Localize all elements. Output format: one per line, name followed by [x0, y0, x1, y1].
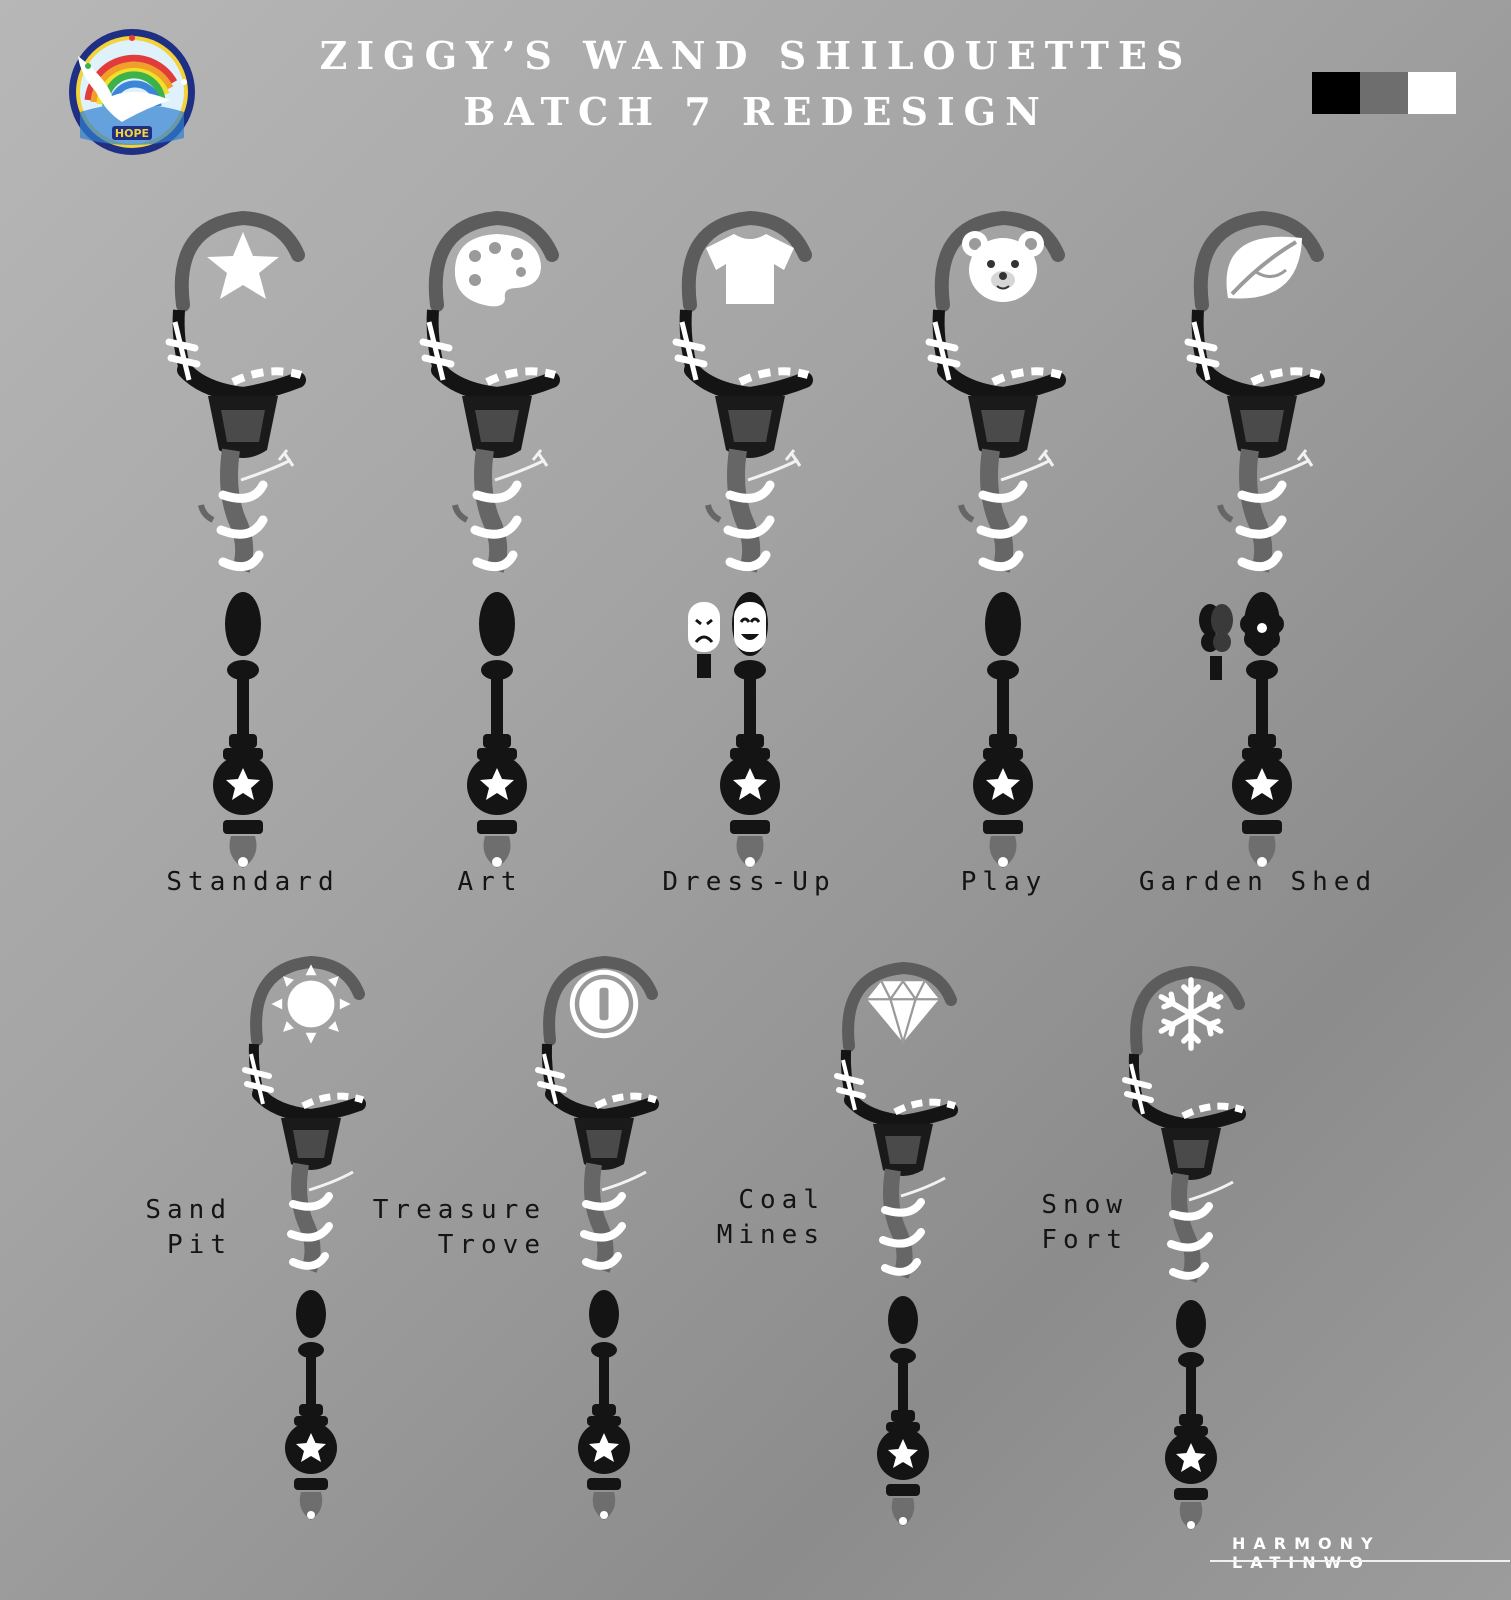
title-line-2: BATCH 7 REDESIGN: [463, 89, 1049, 134]
wand-play: [929, 218, 1061, 868]
artist-credit: HARMONY LATINWO: [1232, 1534, 1381, 1572]
logo-text: HOPE: [115, 127, 149, 140]
happy-mask-icon: [732, 600, 768, 654]
wand-label: Dress-Up: [662, 867, 836, 897]
wand-dress-up: [676, 218, 808, 868]
coin-icon: [570, 970, 638, 1038]
wand-silhouette: [169, 218, 301, 868]
star-icon: [207, 232, 279, 299]
sun-icon: [271, 964, 351, 1044]
credit-underline: [1210, 1560, 1510, 1562]
wand-label: Snow Fort: [1041, 1190, 1128, 1255]
butterfly-icon: [1199, 604, 1233, 680]
wand-silhouette: [929, 218, 1061, 868]
tshirt-icon: [706, 234, 794, 304]
wand-label: Treasure Trove: [372, 1195, 546, 1260]
wand-label: Coal Mines: [716, 1185, 825, 1250]
hope-logo: HOPE: [66, 26, 198, 158]
wand-coal-mines: [837, 968, 955, 1526]
wand-silhouette: [676, 218, 808, 868]
title-line-1: ZIGGY’S WAND SHILOUETTES: [319, 33, 1193, 78]
wand-garden-shed: [1188, 218, 1320, 868]
wand-silhouette: [1188, 218, 1320, 868]
sad-mask-icon: [686, 600, 722, 680]
wand-silhouette: [538, 962, 656, 1520]
wand-label: Sand Pit: [145, 1195, 232, 1260]
swatch-gray: [1360, 72, 1408, 114]
wand-silhouette: [1125, 972, 1243, 1530]
palette-icon: [454, 234, 541, 307]
leaf-icon: [1224, 234, 1304, 301]
wand-label: Art: [457, 867, 523, 897]
wand-snow-fort: [1125, 972, 1243, 1530]
snowflake-icon: [1161, 980, 1220, 1048]
wand-standard: [169, 218, 301, 868]
wand-silhouette: [245, 962, 363, 1520]
swatch-black: [1312, 72, 1360, 114]
diamond-icon: [865, 980, 941, 1044]
wand-label: Standard: [166, 867, 340, 897]
wand-label: Garden Shed: [1138, 867, 1378, 897]
wand-silhouette: [423, 218, 555, 868]
page-title: ZIGGY’S WAND SHILOUETTES BATCH 7 REDESIG…: [256, 28, 1256, 140]
wand-silhouette: [837, 968, 955, 1526]
value-palette: [1312, 72, 1456, 114]
wand-treasure-trove: [538, 962, 656, 1520]
wand-label: Play: [960, 867, 1048, 897]
swatch-white: [1408, 72, 1456, 114]
wand-art: [423, 218, 555, 868]
wand-sand-pit: [245, 962, 363, 1520]
teddy-bear-icon: [961, 230, 1045, 303]
